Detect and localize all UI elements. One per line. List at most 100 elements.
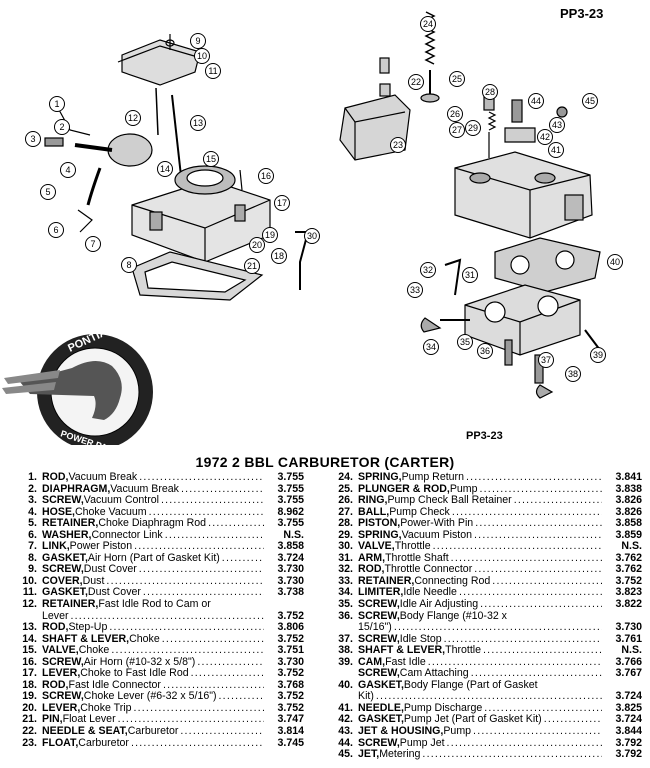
leader-dots [445,738,602,750]
group-code: 8.962 [277,505,304,518]
part-description: Connector Link [91,528,163,541]
parts-list-row: 34.LIMITER, Idle Needle3.823 [330,587,642,599]
part-description: Choke to Fast Idle Rod [80,667,189,680]
leader-dots [206,518,264,530]
part-description: Cam Attaching [399,667,469,680]
leader-dots [481,645,602,657]
parts-list-row: 22.NEEDLE & SEAT, Carburetor3.814 [14,725,304,738]
part-name: JET, [358,748,380,761]
part-number: 15. [22,644,37,657]
parts-list-row: Kit)3.724 [330,691,642,703]
part-name: LEVER, [42,701,81,714]
parts-list-row: 36.SCREW, Body Flange (#10-32 x [330,610,642,623]
callout-circle [205,63,221,79]
part-description: Idle Air Adjusting [399,598,479,611]
callout-label: 28 [485,87,495,97]
part-name: SPRING, [358,471,402,483]
part-number: 6. [28,528,37,541]
callout-label: 10 [197,51,207,61]
callout-label: 18 [274,251,284,261]
callout-circle [549,117,565,133]
callout-circle [449,71,465,87]
parts-list-row: 23.FLOAT, Carburetor3.745 [14,737,304,750]
group-code: 3.826 [615,494,642,507]
part-description: Dust Cover [87,586,141,599]
part-description: Dust Cover [83,563,137,576]
leader-dots [132,703,265,715]
part-description: Carburetor [127,725,179,738]
leader-dots [420,749,602,761]
callout-circle [457,334,473,350]
part-description: Vacuum Break [68,471,138,483]
parts-list-row: 45.JET, Metering3.792 [330,749,642,761]
callout-label: 40 [610,257,620,267]
callout-label: 36 [480,346,490,356]
group-code: 3.814 [277,725,304,738]
group-code: 3.766 [615,655,642,668]
part-description: Idle Stop [399,632,442,645]
part-number: 33. [338,574,353,587]
part-number: 41. [338,701,353,714]
callout-label: 34 [426,342,436,352]
group-code: N.S. [621,644,642,657]
leader-dots [457,587,602,599]
callout-label: 15 [206,154,216,164]
leader-dots [542,714,602,726]
callout-label: 20 [252,240,262,250]
parts-list-row: 18.ROD, Fast Idle Connector3.768 [14,679,304,692]
parts-list-row: 44.SCREW, Pump Jet3.792 [330,736,642,750]
part-name: SCREW, [42,494,84,507]
part-name: GASKET, [358,713,404,726]
parts-list-row: 1.ROD, Vacuum Break3.755 [14,471,304,484]
callout-circle [54,119,70,135]
parts-list-row: 15/16")3.730 [330,622,642,634]
parts-list-row: 31.ARM, Throttle Shaft3.762 [330,552,642,565]
part-name: PISTON, [358,517,401,530]
callout-circle [125,110,141,126]
callout-label: 8 [126,260,131,270]
part-name: HOSE, [42,505,75,518]
callout-label: 9 [195,36,200,46]
callout-circle [447,106,463,122]
callout-label: 35 [460,337,470,347]
callout-label: 24 [423,19,433,29]
part-number: 44. [338,736,353,749]
part-number: 1. [28,471,37,483]
callout-label: 43 [552,120,562,130]
callout-label: 25 [452,74,462,84]
fast-idle-rod-drawing [295,231,310,290]
leader-dots [473,518,602,530]
part-name: SCREW, [42,655,84,668]
leader-dots [160,634,264,646]
part-number: 34. [338,586,353,599]
group-code: 3.752 [277,609,304,622]
group-code: 3.752 [277,690,304,703]
part-description: Power-With Pin [400,517,474,530]
callout-circle [420,262,436,278]
part-description: Pump Jet [399,736,445,749]
part-number: 17. [22,667,37,680]
callout-circle [203,151,219,167]
leader-dots [107,622,264,634]
part-description: Kit) [358,690,374,703]
callout-label: 5 [45,187,50,197]
part-number: 26. [338,494,353,507]
part-name: RING, [358,494,388,507]
part-number: 5. [28,517,37,530]
leader-dots [159,495,264,507]
callout-label: 37 [541,355,551,365]
leader-dots [163,530,264,542]
part-name: SCREW, [358,632,400,645]
callout-circle [244,258,260,274]
pontiac-power-page-logo: PONTIAC POWER PAGE [2,323,153,445]
callout-circle [157,161,173,177]
callout-label: 38 [568,369,578,379]
group-code: 3.724 [277,551,304,564]
callout-circle [537,129,553,145]
part-name: GASKET, [42,586,88,599]
part-number: 40. [338,678,353,691]
part-name: LIMITER, [358,586,404,599]
callout-circle [590,347,606,363]
callout-circle [420,16,436,32]
